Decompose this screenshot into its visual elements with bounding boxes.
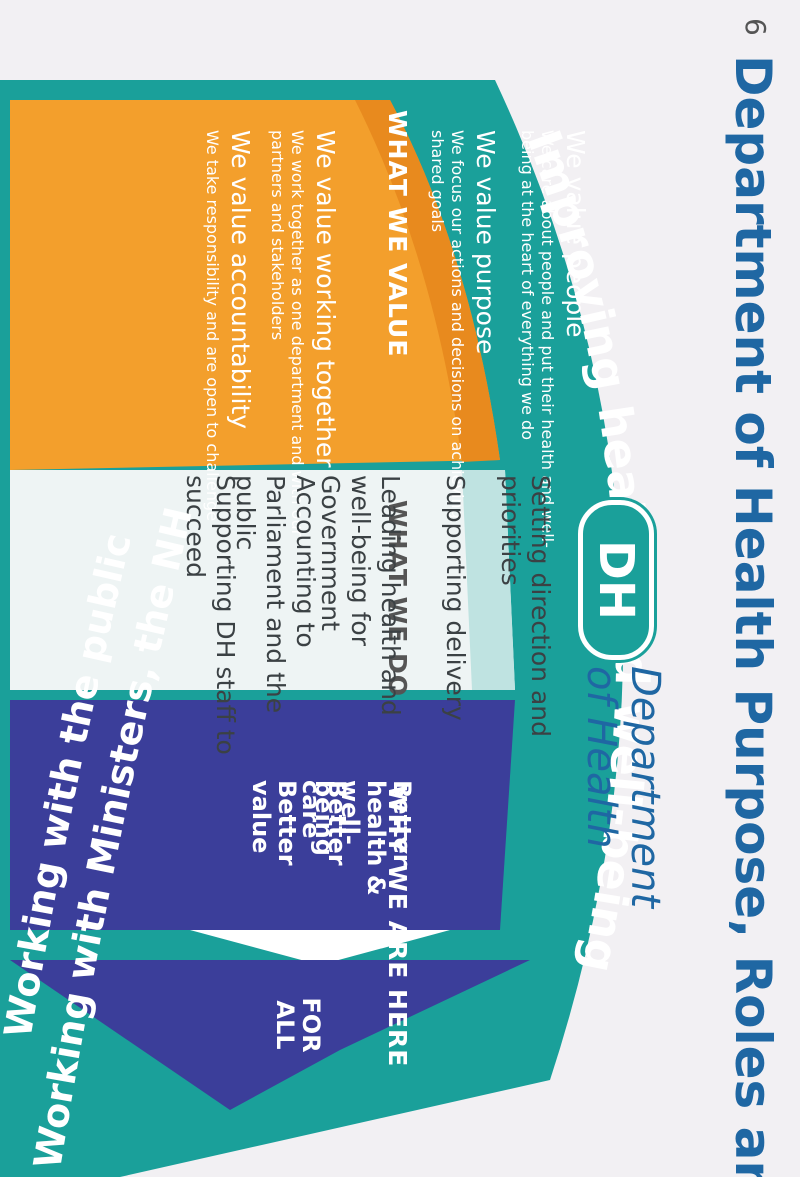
why-panel bbox=[10, 700, 515, 930]
value-header-strip bbox=[355, 100, 500, 462]
arc-bottom-text-1: Working with Ministers, the NHS, social … bbox=[25, 0, 800, 1172]
for-all-triangle bbox=[10, 960, 530, 1110]
do-header-strip bbox=[462, 470, 515, 690]
value-panel bbox=[10, 100, 500, 470]
divider-arrow bbox=[190, 930, 450, 965]
do-panel bbox=[10, 470, 515, 690]
